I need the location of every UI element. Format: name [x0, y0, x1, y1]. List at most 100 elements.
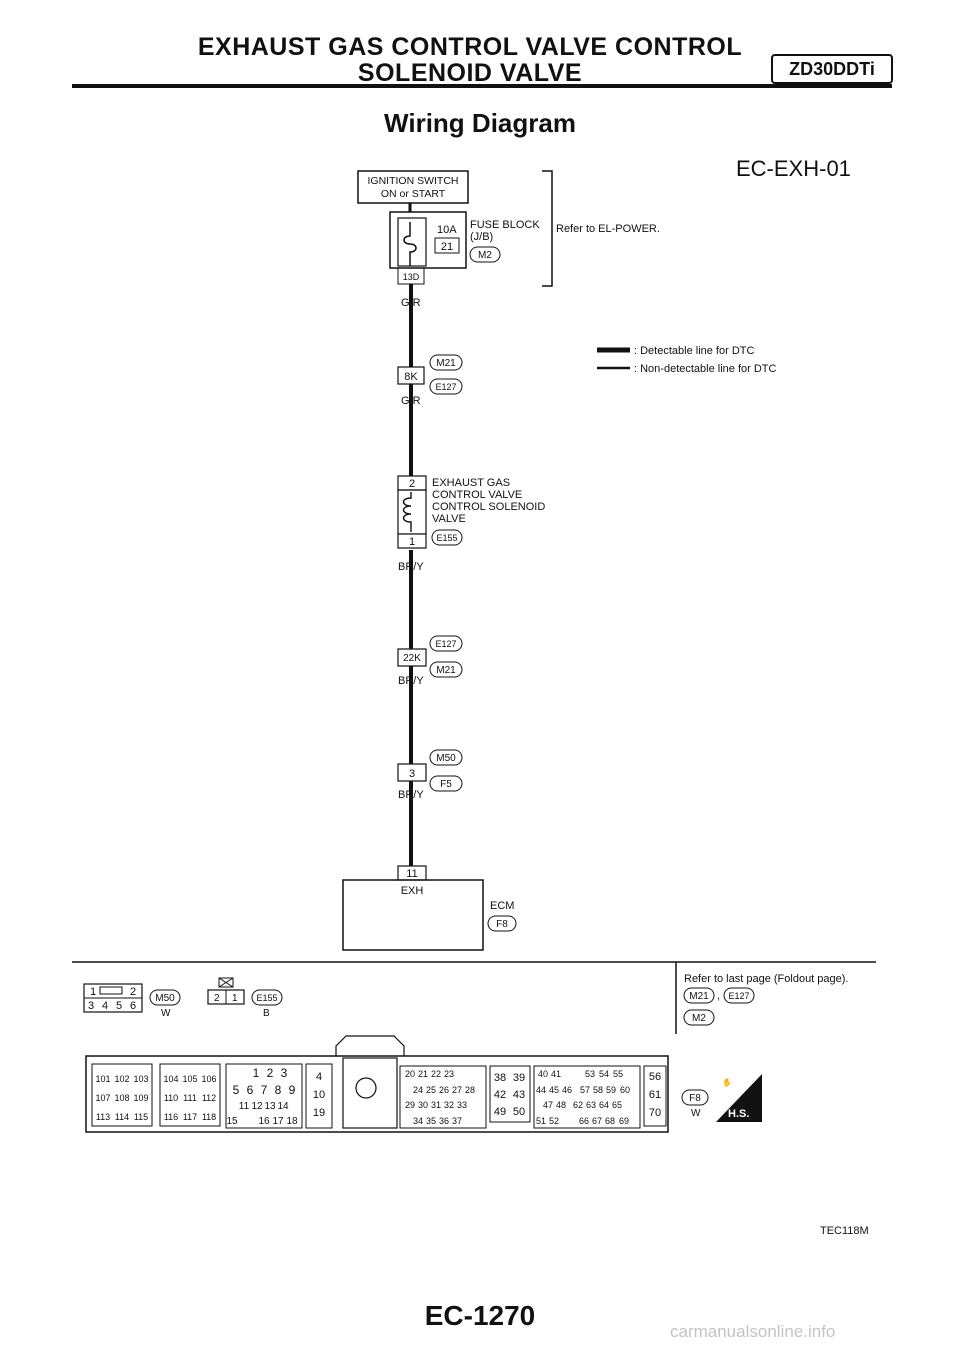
solenoid-connector: E155 — [436, 533, 457, 543]
ecm-pin-68: 68 — [605, 1116, 615, 1126]
ecm-pin-18: 18 — [286, 1116, 298, 1127]
ecm-pin-57: 57 — [580, 1085, 590, 1095]
m50-pin-3: 3 — [88, 1000, 94, 1012]
fuse-number: 21 — [441, 241, 453, 253]
locking-tab-icon — [218, 977, 234, 988]
section-title-line1: EXHAUST GAS CONTROL VALVE CONTROL — [197, 33, 743, 61]
ecm-pin-35: 35 — [426, 1116, 436, 1126]
refer-connector-m2: M2 — [692, 1013, 706, 1024]
joint-connector-22k: 22K E127 M21 — [397, 635, 463, 678]
ecm-pin-23: 23 — [444, 1069, 454, 1079]
ecm-pin-14: 14 — [277, 1101, 289, 1112]
ecm-pin-101: 101 — [95, 1074, 110, 1084]
joint1-connector-top: M21 — [436, 358, 456, 369]
ecm-pin-63: 63 — [586, 1100, 596, 1110]
ecm-pin-61: 61 — [649, 1089, 661, 1101]
ecm-pin-41: 41 — [551, 1069, 561, 1079]
f8-color: W — [691, 1108, 701, 1119]
ecm-connector: F8 — [496, 919, 508, 930]
fuse-block: 10A 21 13D FUSE BLOCK (J/B) M2 Refer to … — [389, 170, 660, 287]
fuse-block-label: FUSE BLOCK — [470, 219, 540, 231]
solenoid-label-4: VALVE — [432, 513, 466, 525]
joint1-terminal: 8K — [404, 371, 418, 383]
ecm-pin-33: 33 — [457, 1100, 467, 1110]
ecm-pin-52: 52 — [549, 1116, 559, 1126]
m50-pin-1: 1 — [90, 986, 96, 998]
diagram-id: EC-EXH-01 — [736, 156, 851, 181]
connector-bolt-icon — [355, 1077, 377, 1099]
ecm-pin-43: 43 — [513, 1089, 525, 1101]
ecm-pin-108: 108 — [114, 1093, 129, 1103]
e155-pin-1: 1 — [232, 993, 238, 1004]
joint-connector-3: 3 M50 F5 — [397, 749, 463, 792]
refer-foldout-text: Refer to last page (Foldout page). — [684, 973, 848, 985]
ecm-pin-36: 36 — [439, 1116, 449, 1126]
ecm-pin-69: 69 — [619, 1116, 629, 1126]
ecm-pin-6: 6 — [247, 1083, 254, 1097]
ecm-pin-53: 53 — [585, 1069, 595, 1079]
solenoid-pin-bottom: 1 — [409, 536, 415, 548]
ecm-pin-29: 29 — [405, 1100, 415, 1110]
ecm-pin-62: 62 — [573, 1100, 583, 1110]
ecm-pin-2: 2 — [267, 1066, 274, 1080]
section-title: EXHAUST GAS CONTROL VALVE CONTROL SOLENO… — [150, 34, 790, 86]
ecm-pin-37: 37 — [452, 1116, 462, 1126]
solenoid-pin-top: 2 — [409, 478, 415, 490]
ecm-pin-65: 65 — [612, 1100, 622, 1110]
ecm-pin-27: 27 — [452, 1085, 462, 1095]
ecm-pin-40: 40 — [538, 1069, 548, 1079]
m50-pin-6: 6 — [130, 1000, 136, 1012]
ecm-pin-3: 3 — [281, 1066, 288, 1080]
refer-connector-e127: E127 — [728, 991, 749, 1001]
ecm-pin-109: 109 — [133, 1093, 148, 1103]
ecm-pin-5: 5 — [233, 1083, 240, 1097]
m50-pin-2: 2 — [130, 986, 136, 998]
ecm-pin-70: 70 — [649, 1107, 661, 1119]
ecm-pin-60: 60 — [620, 1085, 630, 1095]
legend: : Detectable line for DTC : Non-detectab… — [597, 345, 777, 375]
hs-label: H.S. — [728, 1108, 749, 1120]
ecm-pin-112: 112 — [202, 1093, 216, 1103]
page-title: Wiring Diagram — [384, 108, 576, 138]
engine-badge: ZD30DDTi — [771, 54, 893, 84]
page-number: EC-1270 — [424, 1300, 536, 1331]
ecm-terminal: 11 — [406, 868, 417, 880]
ecm-pin-39: 39 — [513, 1072, 525, 1084]
ecm-pin-64: 64 — [599, 1100, 609, 1110]
ecm-unit: 11 EXH ECM F8 — [342, 865, 517, 951]
joint1-connector-bottom: E127 — [435, 382, 456, 392]
exhaust-gas-solenoid: 2 1 EXHAUST GAS CONTROL VALVE CONTROL SO… — [397, 475, 545, 549]
refer-foldout: Refer to last page (Foldout page). M21 ,… — [683, 973, 848, 1026]
ecm-pin-50: 50 — [513, 1106, 525, 1118]
solenoid-label-3: CONTROL SOLENOID — [432, 501, 545, 513]
m50-pin-5: 5 — [116, 1000, 122, 1012]
m50-label: M50 — [155, 993, 175, 1004]
e155-label: E155 — [256, 993, 277, 1003]
ecm-pin-22: 22 — [431, 1069, 441, 1079]
solenoid-coil-icon — [402, 492, 412, 532]
e155-color: B — [263, 1008, 270, 1019]
ecm-pin-20: 20 — [405, 1069, 415, 1079]
ecm-pin-111: 111 — [183, 1093, 197, 1103]
connector-f8: F8 W ✋ H.S. — [681, 1074, 762, 1122]
ecm-pin-56: 56 — [649, 1071, 661, 1083]
ecm-pin-58: 58 — [593, 1085, 603, 1095]
wire-color-5: BR/Y — [398, 789, 424, 801]
ecm-pin-21: 21 — [418, 1069, 428, 1079]
ecm-pin-38: 38 — [494, 1072, 506, 1084]
ecm-pin-107: 107 — [95, 1093, 110, 1103]
fuse-terminal: 13D — [403, 272, 420, 282]
ecm-pin-25: 25 — [426, 1085, 436, 1095]
ecm-pin-103: 103 — [133, 1074, 148, 1084]
wire-color-3: BR/Y — [398, 561, 424, 573]
ecm-pin-31: 31 — [431, 1100, 441, 1110]
watermark: carmanualsonline.info — [670, 1322, 836, 1341]
ignition-switch-line1: IGNITION SWITCH — [368, 175, 459, 187]
joint3-connector-bottom: F5 — [440, 779, 452, 790]
m50-pin-4: 4 — [102, 1000, 108, 1012]
ecm-pin-59: 59 — [606, 1085, 616, 1095]
ecm-pin-105: 105 — [182, 1074, 197, 1084]
ecm-pin-7: 7 — [261, 1083, 268, 1097]
ecm-pin-45: 45 — [549, 1085, 559, 1095]
